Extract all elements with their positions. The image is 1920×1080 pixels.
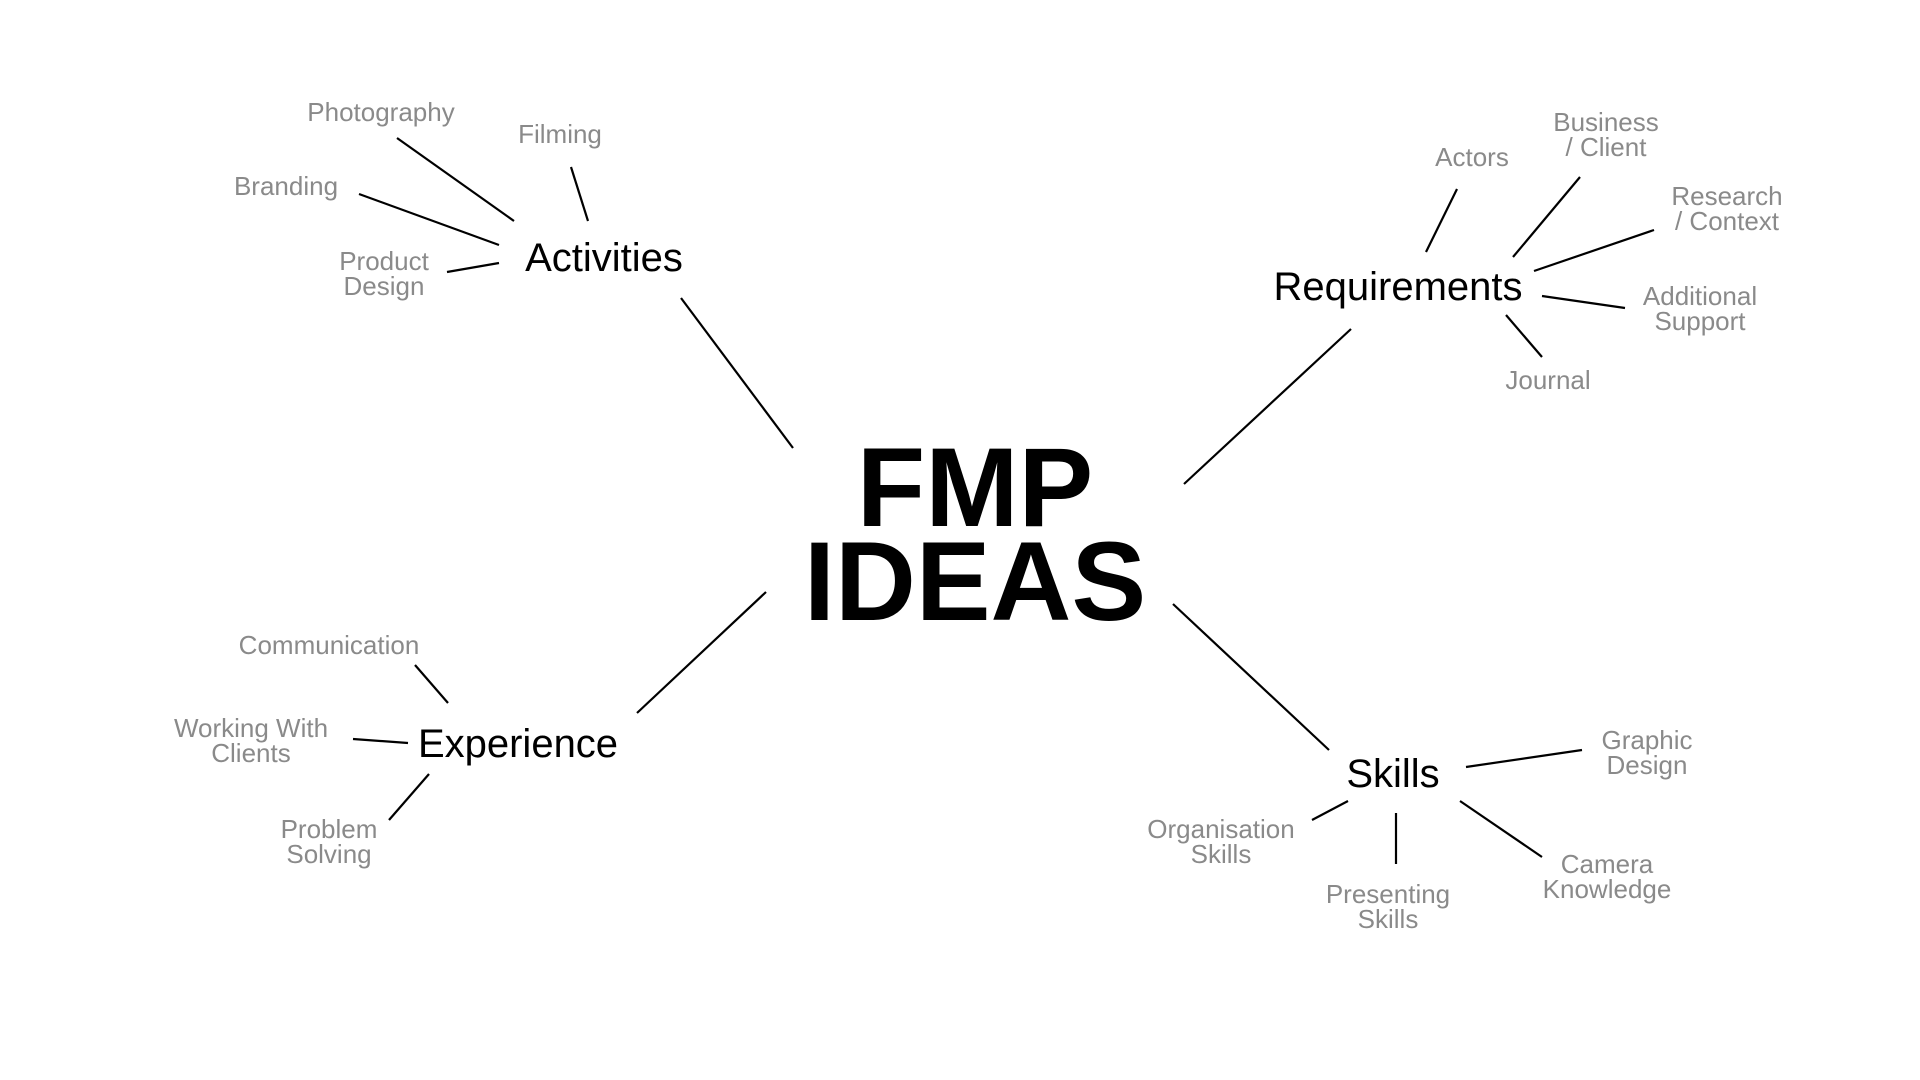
- connector-center-requirements: [1183, 328, 1352, 485]
- connector-requirements-business: [1512, 176, 1581, 258]
- connector-center-activities: [680, 297, 794, 449]
- connector-activities-photography: [396, 137, 515, 222]
- connector-experience-communication: [414, 664, 449, 704]
- branch-requirements: Requirements: [1273, 265, 1523, 309]
- leaf-communication: Communication: [238, 630, 420, 660]
- connector-requirements-journal: [1505, 314, 1543, 358]
- leaf-presenting-skills: Presenting Skills: [1325, 879, 1451, 934]
- connector-requirements-actors: [1425, 188, 1458, 253]
- connector-requirements-research: [1533, 228, 1655, 273]
- leaf-graphic-design: Graphic Design: [1601, 725, 1693, 780]
- connector-center-skills: [1172, 603, 1330, 751]
- connector-activities-branding: [358, 192, 500, 247]
- connector-skills-organisation: [1311, 800, 1349, 821]
- leaf-journal: Journal: [1505, 365, 1591, 395]
- branch-skills: Skills: [1346, 752, 1440, 796]
- leaf-actors: Actors: [1435, 142, 1509, 172]
- leaf-working-with-clients: Working With Clients: [173, 713, 329, 768]
- leaf-product-design: Product Design: [339, 246, 429, 301]
- connector-skills-graphic-design: [1465, 748, 1583, 769]
- connector-center-experience: [636, 591, 767, 714]
- branch-experience: Experience: [417, 722, 619, 766]
- connector-experience-problem-solving: [388, 773, 430, 821]
- connector-experience-working-with-clients: [352, 737, 409, 745]
- leaf-branding: Branding: [233, 171, 339, 201]
- connector-requirements-additional: [1541, 294, 1626, 310]
- leaf-photography: Photography: [307, 97, 455, 127]
- center-title: FMP IDEAS: [803, 425, 1147, 644]
- connector-skills-camera: [1459, 800, 1543, 858]
- leaf-additional-support: Additional Support: [1642, 281, 1758, 336]
- leaf-research-context: Research / Context: [1671, 181, 1783, 236]
- leaf-filming: Filming: [518, 119, 602, 149]
- leaf-organisation-skills: Organisation Skills: [1147, 814, 1295, 869]
- leaf-camera-knowledge: Camera Knowledge: [1542, 849, 1672, 904]
- leaf-business-client: Business / Client: [1553, 107, 1659, 162]
- connector-activities-filming: [569, 166, 590, 222]
- branch-activities: Activities: [525, 236, 683, 280]
- connector-activities-product-design: [446, 261, 500, 274]
- leaf-problem-solving: Problem Solving: [280, 814, 378, 869]
